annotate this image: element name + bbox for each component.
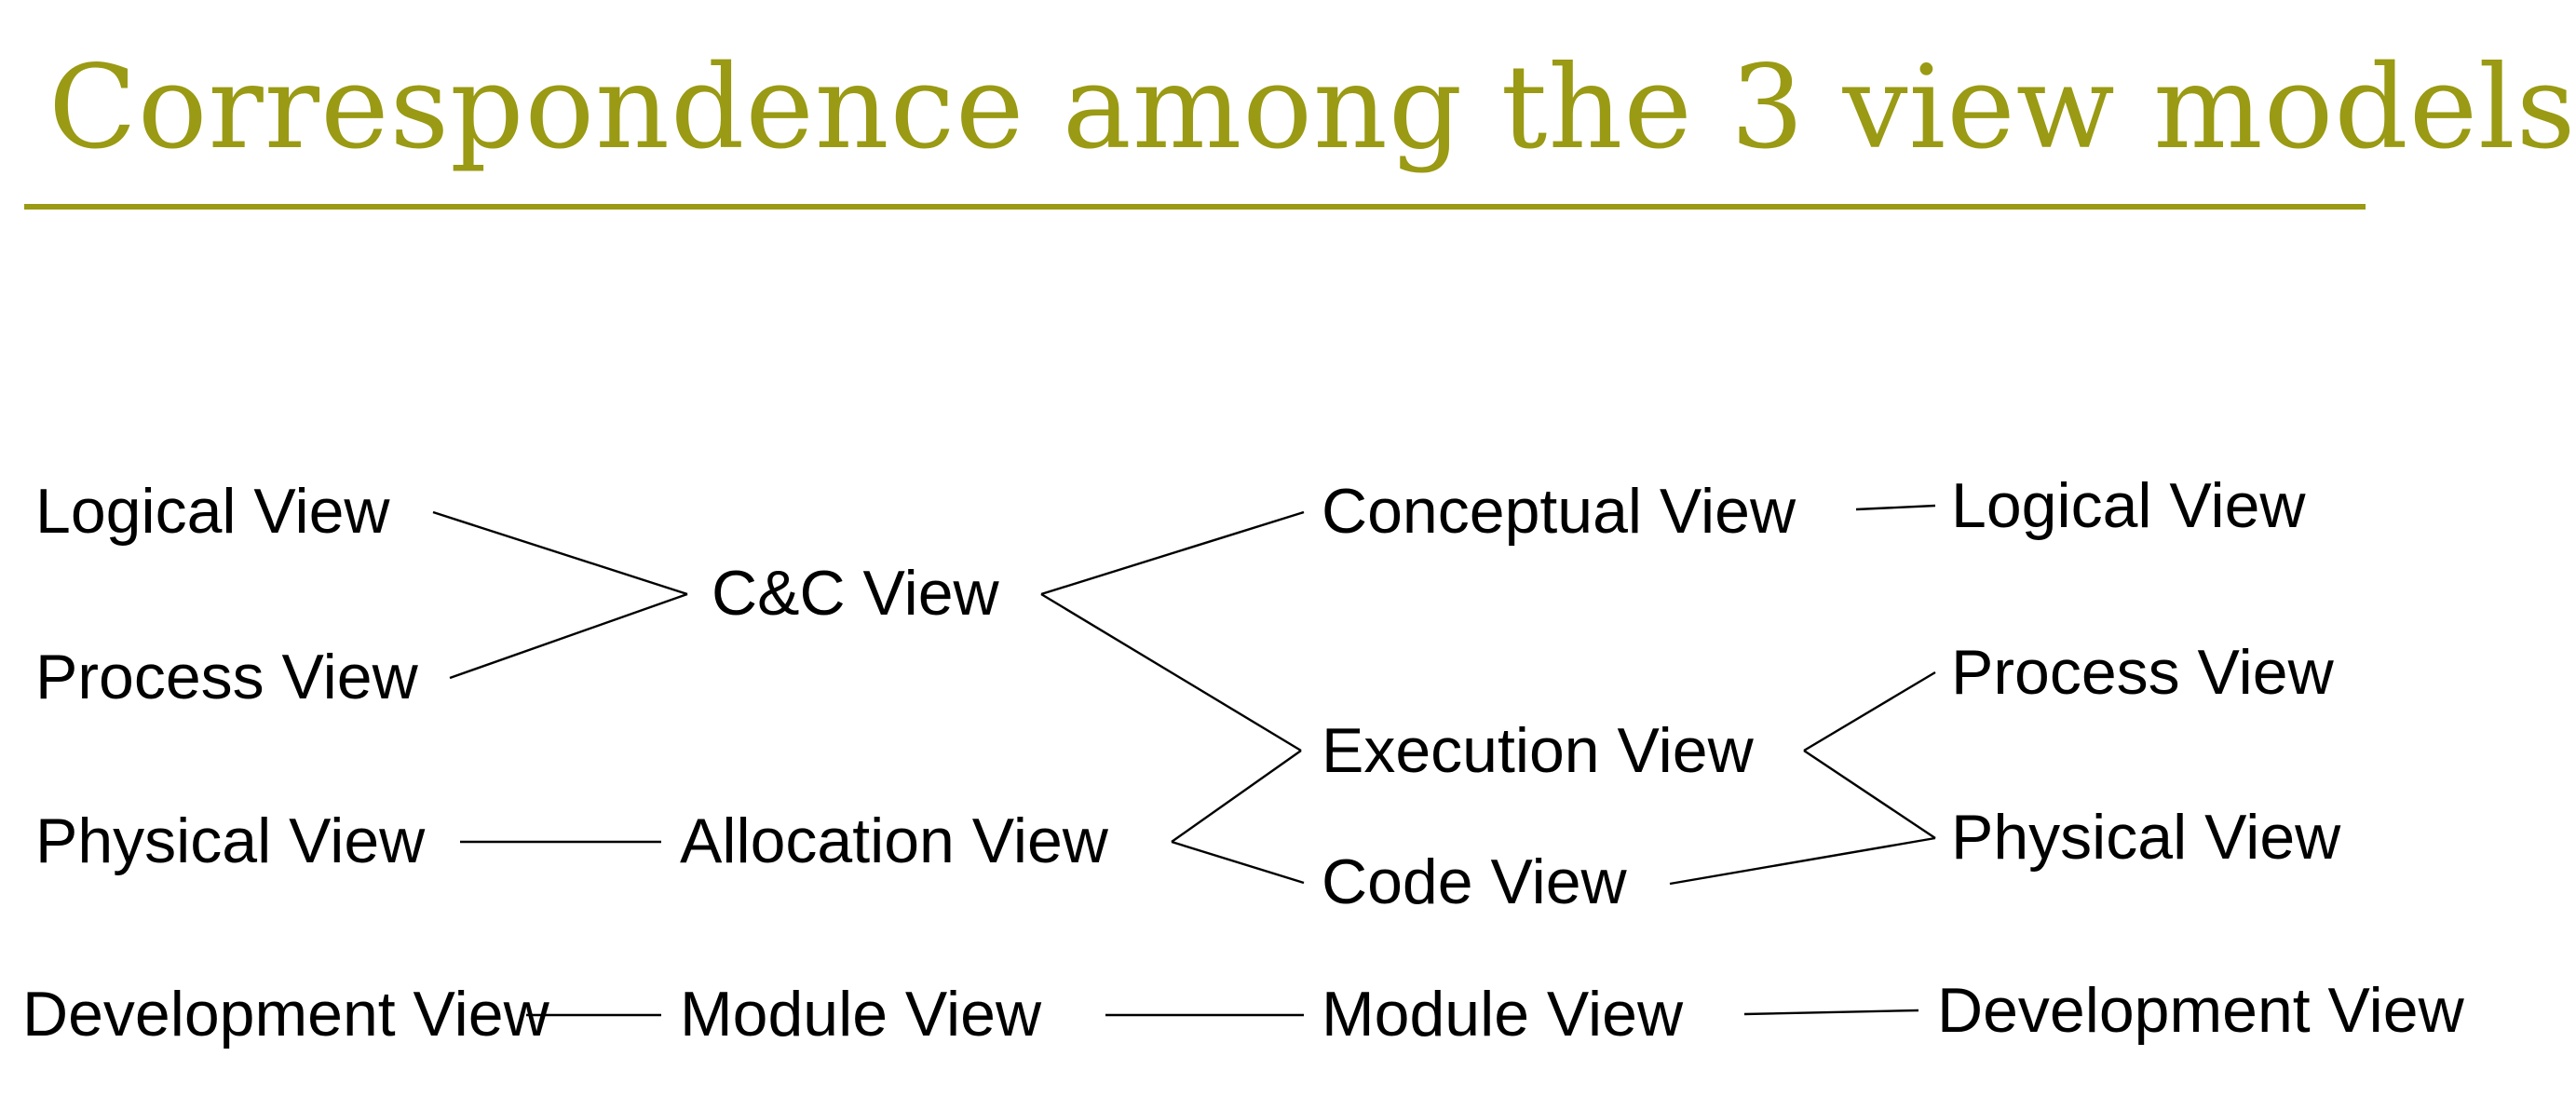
node-code-view: Code View [1322,846,1628,917]
edge-allocation-to-code [1171,840,1305,885]
node-allocation-view: Allocation View [680,806,1109,876]
node-right-development-view: Development View [1937,975,2465,1046]
diagram-edges [432,504,1936,1017]
slide-title: Correspondence among the 3 view models [48,41,2576,175]
edge-module-to-right-development [1743,1009,1919,1016]
edge-execution-to-right-process [1803,670,1936,752]
edge-cc-to-execution [1040,592,1302,752]
title-underline [24,204,2366,210]
node-right-physical-view: Physical View [1951,802,2341,873]
edge-cc-to-conceptual [1040,510,1305,596]
node-left-physical-view: Physical View [35,806,426,876]
node-right-logical-view: Logical View [1951,470,2306,541]
node-left-logical-view: Logical View [35,476,390,547]
node-module-view-right: Module View [1322,979,1684,1050]
edge-allocation-to-execution [1171,750,1302,843]
node-execution-view: Execution View [1322,715,1755,786]
node-module-view-left: Module View [680,979,1042,1050]
node-left-development-view: Development View [22,979,550,1050]
edge-left-logical-to-cc [432,510,688,596]
view-correspondence-diagram: Logical View Process View Physical View … [22,470,2465,1050]
node-cc-view: C&C View [712,558,1000,629]
edge-execution-to-right-physical [1803,750,1936,839]
edge-left-process-to-cc [449,592,688,680]
edge-conceptual-to-right-logical [1855,504,1936,511]
slide: Correspondence among the 3 view models L… [22,44,2576,1050]
edge-code-to-right-physical [1669,836,1936,886]
node-left-process-view: Process View [35,642,419,712]
node-right-process-view: Process View [1951,637,2335,708]
node-conceptual-view: Conceptual View [1322,476,1796,547]
